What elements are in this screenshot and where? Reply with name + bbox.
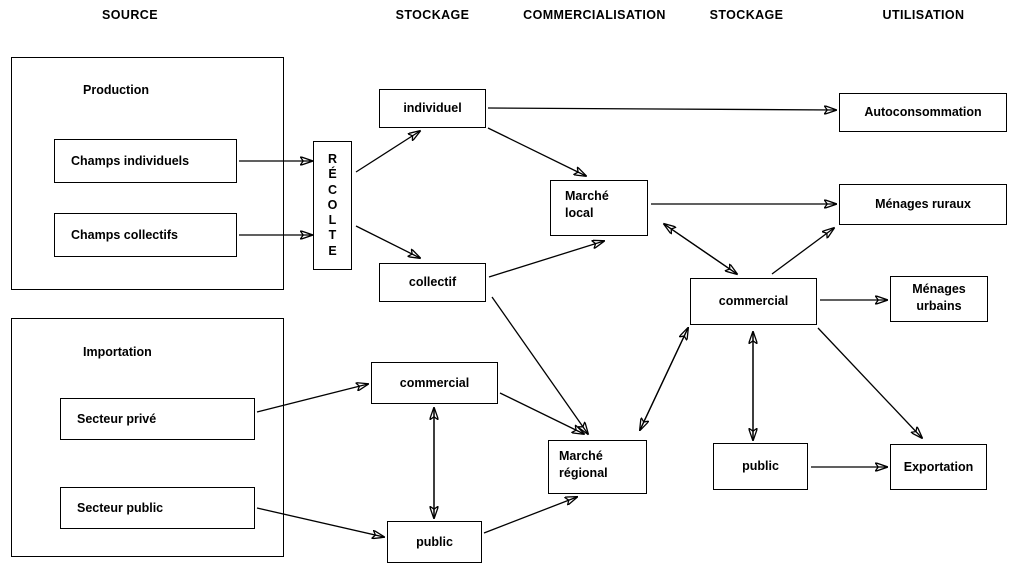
node-champs-individuels[interactable]: Champs individuels <box>54 139 237 183</box>
node-public-stockage[interactable]: public <box>713 443 808 490</box>
recolte-letter-c: C <box>327 182 338 197</box>
node-individuel[interactable]: individuel <box>379 89 486 128</box>
node-menages-urbains[interactable]: Ménages urbains <box>890 276 988 322</box>
node-autoconsommation[interactable]: Autoconsommation <box>839 93 1007 132</box>
node-commercial-stockage[interactable]: commercial <box>690 278 817 325</box>
marche-regional-line-1: Marché <box>559 449 603 463</box>
node-public-importation[interactable]: public <box>387 521 482 563</box>
recolte-letter-r: R <box>327 152 338 167</box>
node-secteur-prive[interactable]: Secteur privé <box>60 398 255 440</box>
group-importation-title: Importation <box>83 345 152 359</box>
group-production <box>11 57 284 290</box>
node-collectif[interactable]: collectif <box>379 263 486 302</box>
column-header-stockage-1: STOCKAGE <box>395 8 470 22</box>
menages-urbains-line-2: urbains <box>916 298 962 313</box>
marche-local-line-1: Marché <box>565 189 609 203</box>
column-header-source: SOURCE <box>102 8 158 22</box>
recolte-letter-e-acute: É <box>328 167 337 182</box>
marche-regional-line-2: régional <box>559 465 608 480</box>
group-production-title: Production <box>83 83 149 97</box>
recolte-letter-t: T <box>328 228 337 243</box>
column-header-utilisation: UTILISATION <box>882 8 965 22</box>
recolte-letter-e: E <box>328 243 337 258</box>
recolte-letter-l: L <box>328 213 337 228</box>
group-importation <box>11 318 284 557</box>
column-header-commercialisation: COMMERCIALISATION <box>523 8 666 22</box>
node-recolte[interactable]: R É C O L T E <box>313 141 352 270</box>
menages-urbains-line-1: Ménages <box>912 282 966 296</box>
node-exportation[interactable]: Exportation <box>890 444 987 490</box>
recolte-letter-o: O <box>327 197 338 212</box>
column-header-stockage-2: STOCKAGE <box>709 8 784 22</box>
node-secteur-public[interactable]: Secteur public <box>60 487 255 529</box>
marche-local-line-2: local <box>565 205 594 220</box>
node-menages-ruraux[interactable]: Ménages ruraux <box>839 184 1007 225</box>
node-commercial-importation[interactable]: commercial <box>371 362 498 404</box>
node-champs-collectifs[interactable]: Champs collectifs <box>54 213 237 257</box>
node-marche-local[interactable]: Marché local <box>550 180 648 236</box>
node-marche-regional[interactable]: Marché régional <box>548 440 647 494</box>
